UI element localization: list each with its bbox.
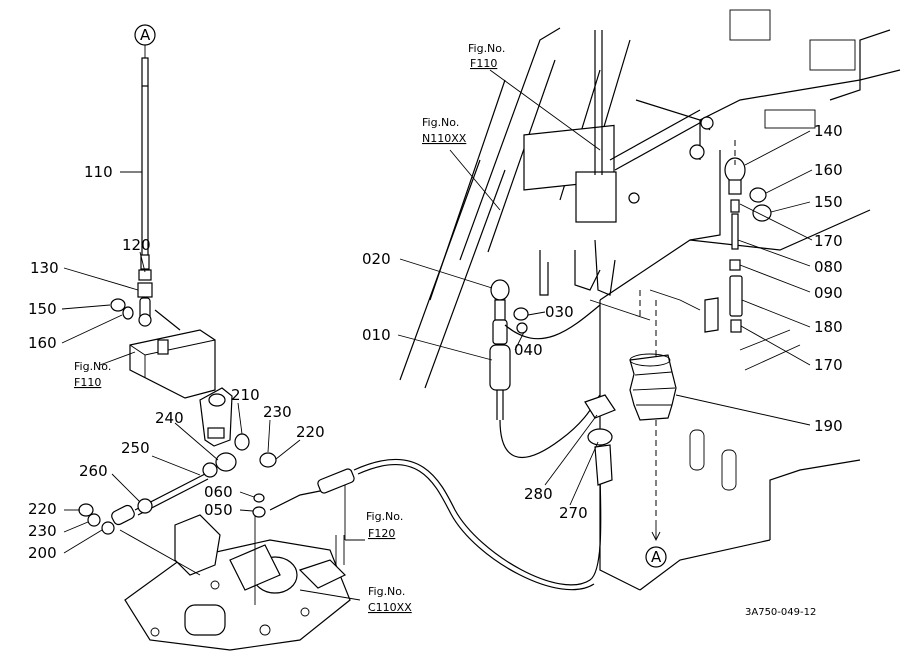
frame-structure (399, 9, 901, 591)
label-230-upper: 230 (263, 403, 292, 421)
figure-references: Fig.No. F110 Fig.No. N110XX Fig.No. F110… (74, 42, 816, 618)
label-240: 240 (155, 409, 184, 427)
label-060: 060 (204, 483, 233, 501)
label-080: 080 (814, 258, 843, 276)
label-190: 190 (814, 417, 843, 435)
fig-prefix-n110: Fig.No. (422, 116, 459, 129)
callout-a-top-letter: A (140, 26, 151, 44)
label-220-lower: 220 (28, 500, 57, 518)
label-050: 050 (204, 501, 233, 519)
label-250: 250 (121, 439, 150, 457)
label-170-upper: 170 (814, 232, 843, 250)
callout-a-bottom (645, 546, 667, 568)
label-230-lower: 230 (28, 522, 57, 540)
label-120: 120 (122, 236, 151, 254)
fig-ref-f110-top: F110 (470, 57, 497, 70)
label-140: 140 (814, 122, 843, 140)
label-270: 270 (559, 504, 588, 522)
label-280: 280 (524, 485, 553, 503)
fig-prefix-left: Fig.No. (74, 360, 111, 373)
label-160-left: 160 (28, 334, 57, 352)
fig-ref-f120: F120 (368, 527, 395, 540)
label-200: 200 (28, 544, 57, 562)
label-030: 030 (545, 303, 574, 321)
label-090: 090 (814, 284, 843, 302)
callout-a-bottom-letter: A (651, 548, 662, 566)
label-170-lower: 170 (814, 356, 843, 374)
label-180: 180 (814, 318, 843, 336)
transmission-housing (124, 514, 351, 651)
label-160-right: 160 (814, 161, 843, 179)
drawing-code: 3A750-049-12 (745, 607, 816, 618)
label-150-left: 150 (28, 300, 57, 318)
fig-prefix-c110: Fig.No. (368, 585, 405, 598)
part-labels: 110 120 130 150 160 210 230 220 240 250 … (28, 26, 843, 566)
fig-ref-c110xx: C110XX (368, 601, 412, 614)
fig-ref-n110xx: N110XX (422, 132, 467, 145)
right-rod-assembly (629, 140, 772, 568)
upper-rod-assembly (110, 24, 277, 468)
fig-prefix-top: Fig.No. (468, 42, 505, 55)
leader-lines (61, 69, 813, 601)
label-150-right: 150 (814, 193, 843, 211)
label-020: 020 (362, 250, 391, 268)
fig-prefix-f120: Fig.No. (366, 510, 403, 523)
label-210: 210 (231, 386, 260, 404)
control-cables (252, 279, 616, 591)
label-040: 040 (514, 341, 543, 359)
label-010: 010 (362, 326, 391, 344)
label-130: 130 (30, 259, 59, 277)
label-220-upper: 220 (296, 423, 325, 441)
turnbuckle-assembly (78, 452, 237, 535)
label-260: 260 (79, 462, 108, 480)
label-110: 110 (84, 163, 113, 181)
fig-ref-f110-left: F110 (74, 376, 101, 389)
